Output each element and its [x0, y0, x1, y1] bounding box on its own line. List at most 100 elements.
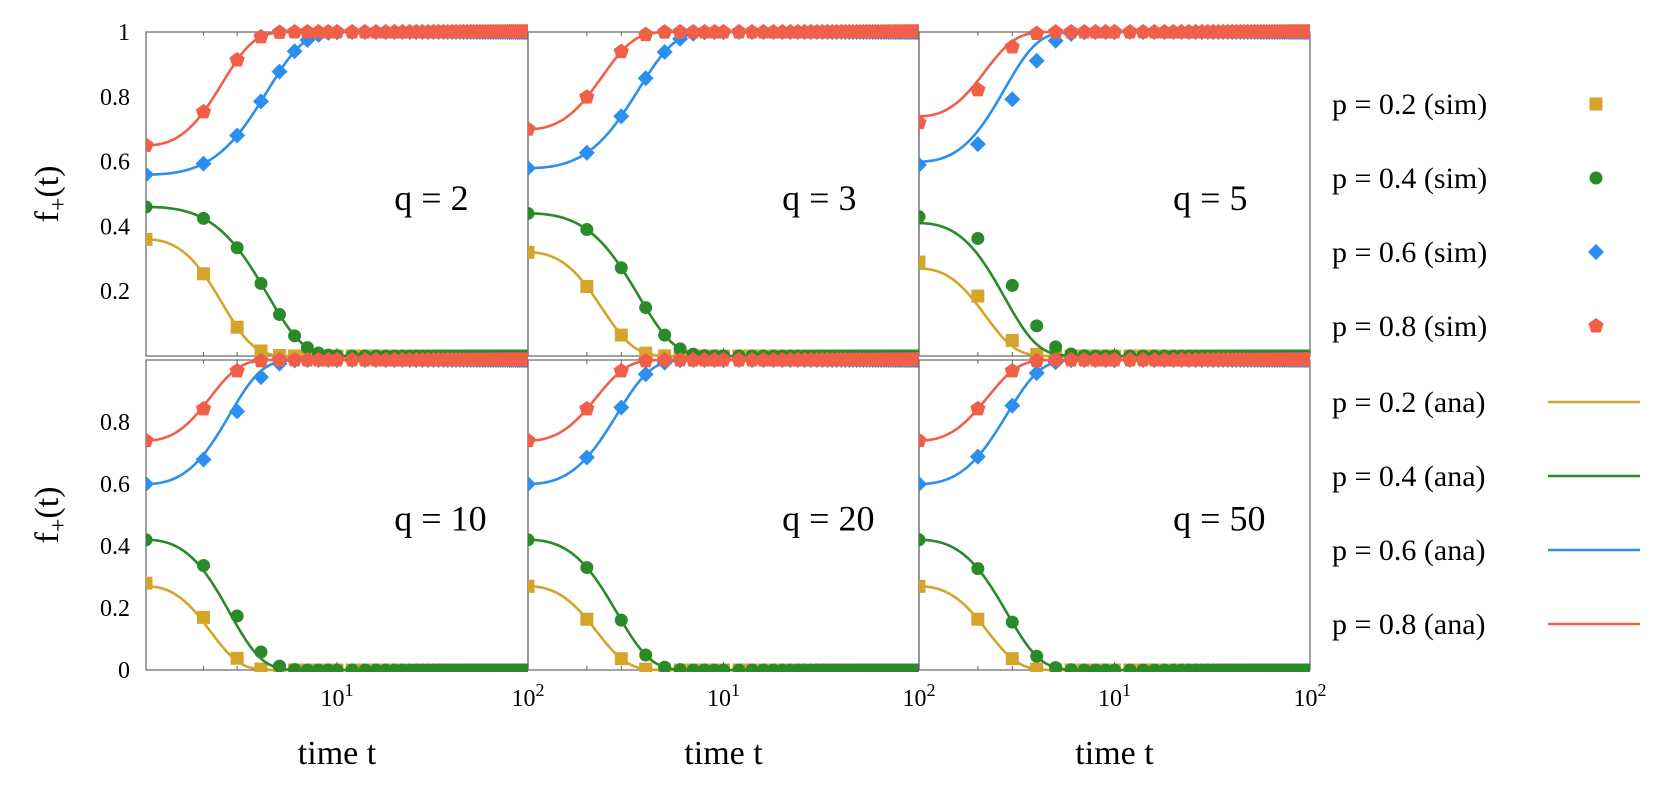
series-point-p04-sim [521, 663, 528, 672]
series-point-p04-sim [146, 533, 153, 547]
series-point-p02-sim [639, 346, 653, 358]
series-point-p08-sim [287, 24, 303, 39]
series-point-p04-sim [1030, 319, 1044, 333]
series-line-p04-ana [919, 538, 1310, 672]
series-point-p08-sim [755, 352, 772, 367]
series-point-p06-sim [195, 451, 212, 468]
series-point-p04-sim [1136, 663, 1150, 672]
series-point-p08-sim [520, 24, 528, 39]
y-tick-label: 0.4 [100, 534, 130, 560]
series-point-p04-sim [1049, 661, 1063, 672]
series-point-p04-sim [254, 276, 268, 290]
series-point-p06-sim [969, 136, 986, 153]
series-point-p02-sim [971, 289, 985, 303]
series-point-p02-sim [196, 267, 210, 281]
series-point-p06-sim [969, 448, 986, 465]
y-tick-label: 0.2 [100, 279, 130, 305]
series-point-p04-sim [528, 206, 535, 220]
series-point-p04-sim [919, 210, 926, 224]
series-point-p06-sim [229, 403, 246, 420]
series-line-p06-ana [146, 30, 528, 176]
x-tick-label: 102 [903, 680, 936, 712]
series-point-p08-sim [1029, 352, 1045, 368]
series-point-p08-sim [357, 352, 373, 367]
series-point-p02-sim [971, 612, 985, 626]
legend-item: p = 0.2 (sim) [1332, 88, 1603, 121]
series-point-p08-sim [271, 352, 288, 367]
series-point-p04-sim [639, 301, 653, 315]
series-point-p08-sim [638, 26, 654, 42]
series-point-p08-sim [731, 352, 747, 367]
series-point-p04-sim [196, 559, 210, 573]
series-point-p08-sim [1087, 24, 1104, 39]
legend-item: p = 0.8 (ana) [1332, 608, 1640, 641]
y-tick-label: 0 [118, 658, 130, 684]
series-point-p06-sim [919, 156, 927, 173]
series-point-p06-sim [146, 166, 154, 183]
series-point-p08-sim [744, 24, 760, 39]
series-point-p04-sim [686, 663, 700, 672]
series-point-p08-sim [638, 352, 654, 368]
series-point-p06-sim [613, 399, 630, 416]
series-point-p08-sim [310, 24, 327, 39]
panel-2: q = 3 [527, 24, 920, 358]
series-line-p06-ana [919, 358, 1310, 486]
series-line-p02-ana [528, 585, 919, 672]
series-line-p08-ana [919, 30, 1310, 118]
series-point-p02-sim [614, 652, 628, 666]
series-point-p02-sim [614, 328, 628, 342]
panel-frame [145, 31, 529, 357]
series-point-p06-sim [1028, 52, 1045, 69]
series-point-p08-sim [1076, 352, 1092, 367]
series-point-p04-sim [273, 308, 287, 322]
x-axis-label: time t [1075, 735, 1154, 772]
series-line-p02-ana [146, 238, 528, 358]
series-point-p02-sim [528, 245, 535, 259]
series-point-p04-sim [345, 663, 359, 672]
series-point-p04-sim [254, 645, 268, 659]
panel-q-label: q = 3 [782, 178, 856, 218]
series-point-p04-sim [300, 663, 314, 672]
legend: p = 0.2 (sim)p = 0.4 (sim)p = 0.6 (sim)p… [1332, 88, 1640, 641]
series-line-p02-ana [146, 585, 528, 672]
series-point-p02-sim [254, 662, 268, 672]
series-point-p02-sim [639, 662, 653, 672]
series-point-p04-sim [1077, 663, 1091, 672]
series-point-p06-sim [637, 70, 654, 87]
legend-label: p = 0.4 (ana) [1332, 460, 1486, 493]
x-tick-label: 101 [1098, 680, 1131, 712]
legend-label: p = 0.2 (sim) [1332, 88, 1487, 121]
series-point-p08-sim [911, 24, 919, 39]
series-point-p08-sim [195, 400, 212, 416]
series-point-p08-sim [344, 24, 360, 39]
series-point-p04-sim [273, 659, 287, 672]
series-point-p06-sim [146, 476, 154, 492]
series-point-p04-sim [756, 663, 770, 672]
series-point-p02-sim [1030, 662, 1044, 672]
series-point-p06-sim [656, 43, 673, 60]
series-point-p04-sim [971, 562, 985, 576]
series-point-p06-sim [1004, 91, 1021, 108]
series-point-p08-sim [1122, 24, 1138, 39]
series-point-p08-sim [1063, 352, 1079, 367]
series-point-p04-sim [1049, 340, 1063, 354]
panel-q-label: q = 50 [1173, 499, 1265, 539]
legend-item: p = 0.2 (ana) [1332, 386, 1640, 419]
series-point-p02-sim [919, 579, 926, 593]
y-tick-label: 0.2 [100, 596, 130, 622]
x-axis-label: time t [684, 735, 763, 772]
series-point-p08-sim [613, 43, 629, 59]
series-point-p08-sim [329, 352, 345, 367]
series-point-p08-sim [1048, 24, 1064, 39]
series-point-p04-sim [1005, 615, 1019, 629]
legend-label: p = 0.8 (sim) [1332, 310, 1487, 343]
series-point-p08-sim [696, 24, 713, 39]
y-tick-label: 0.8 [100, 410, 130, 436]
legend-marker [1589, 171, 1603, 185]
series-point-p04-sim [146, 200, 153, 214]
series-point-p04-sim [358, 663, 372, 672]
legend-item: p = 0.4 (ana) [1332, 460, 1640, 493]
series-point-p08-sim [672, 352, 688, 367]
series-point-p02-sim [580, 280, 594, 294]
